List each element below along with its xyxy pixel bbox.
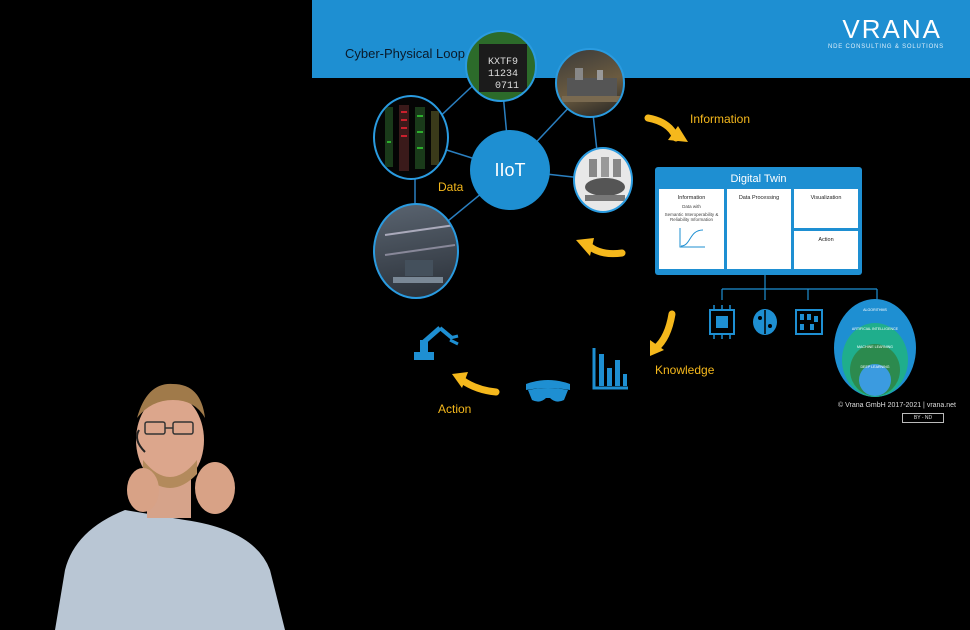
presenter-figure	[55, 383, 285, 630]
information-panel-sub1: Data with	[682, 204, 701, 209]
vr-headset-icon	[526, 380, 570, 402]
brand-tagline: NDE CONSULTING & SOLUTIONS	[827, 44, 944, 50]
chip-line-2: 11234	[488, 69, 518, 80]
license-badge: BY - ND	[902, 413, 944, 423]
abacus-icon	[795, 309, 823, 335]
arrow-icon-action	[458, 376, 500, 396]
ai-layer-ml: MACHINE LEARNING	[857, 345, 893, 349]
robot-arm-icon	[414, 326, 459, 360]
production-line-image	[373, 203, 459, 299]
brand-logo: VRANA	[842, 14, 942, 44]
stock-screen-image	[373, 95, 449, 180]
chip-line-1: KXTF9	[488, 57, 518, 68]
ai-layer-algorithms: ALGORITHMS	[863, 308, 887, 312]
visualization-panel: Visualization	[794, 189, 858, 228]
copyright-text: © Vrana GmbH 2017-2021 | vrana.net	[838, 402, 957, 409]
digital-twin-title: Digital Twin	[730, 173, 787, 185]
s-curve-icon	[679, 228, 705, 248]
bar-chart-icon	[592, 348, 628, 390]
information-panel: Information Data with Semantic Interoper…	[659, 189, 724, 269]
cpu-icon	[709, 305, 735, 339]
loop-title: Cyber-Physical Loop	[345, 46, 465, 61]
action-panel-title: Action	[818, 237, 834, 243]
knowledge-label: Knowledge	[655, 363, 715, 377]
factory-image	[555, 48, 625, 118]
visualization-panel-title: Visualization	[810, 195, 842, 201]
ai-nested-diagram: ALGORITHMS ARTIFICIAL INTELLIGENCE MACHI…	[834, 299, 916, 397]
data-label: Data	[438, 180, 464, 194]
action-panel: Action	[794, 231, 858, 269]
iiot-node: IIoT	[470, 130, 550, 210]
ai-layer-ai: ARTIFICIAL INTELLIGENCE	[852, 327, 899, 331]
information-label: Information	[690, 112, 751, 126]
header-banner	[312, 0, 970, 78]
processing-panel: Data Processing	[727, 189, 791, 269]
brain-icon	[753, 309, 777, 335]
ai-layer-dl: DEEP LEARNING	[860, 365, 889, 369]
processing-panel-title: Data Processing	[738, 195, 780, 201]
information-panel-title: Information	[677, 195, 706, 201]
engine-image	[573, 147, 633, 213]
action-label: Action	[438, 402, 472, 416]
chip-line-3: 0711	[495, 81, 519, 92]
chip-image: KXTF9 11234 0711	[465, 30, 537, 102]
information-panel-sub2: Semantic Interoperability & Reliability …	[664, 212, 719, 222]
digital-twin-box: Digital Twin Information Data with Seman…	[655, 167, 862, 275]
